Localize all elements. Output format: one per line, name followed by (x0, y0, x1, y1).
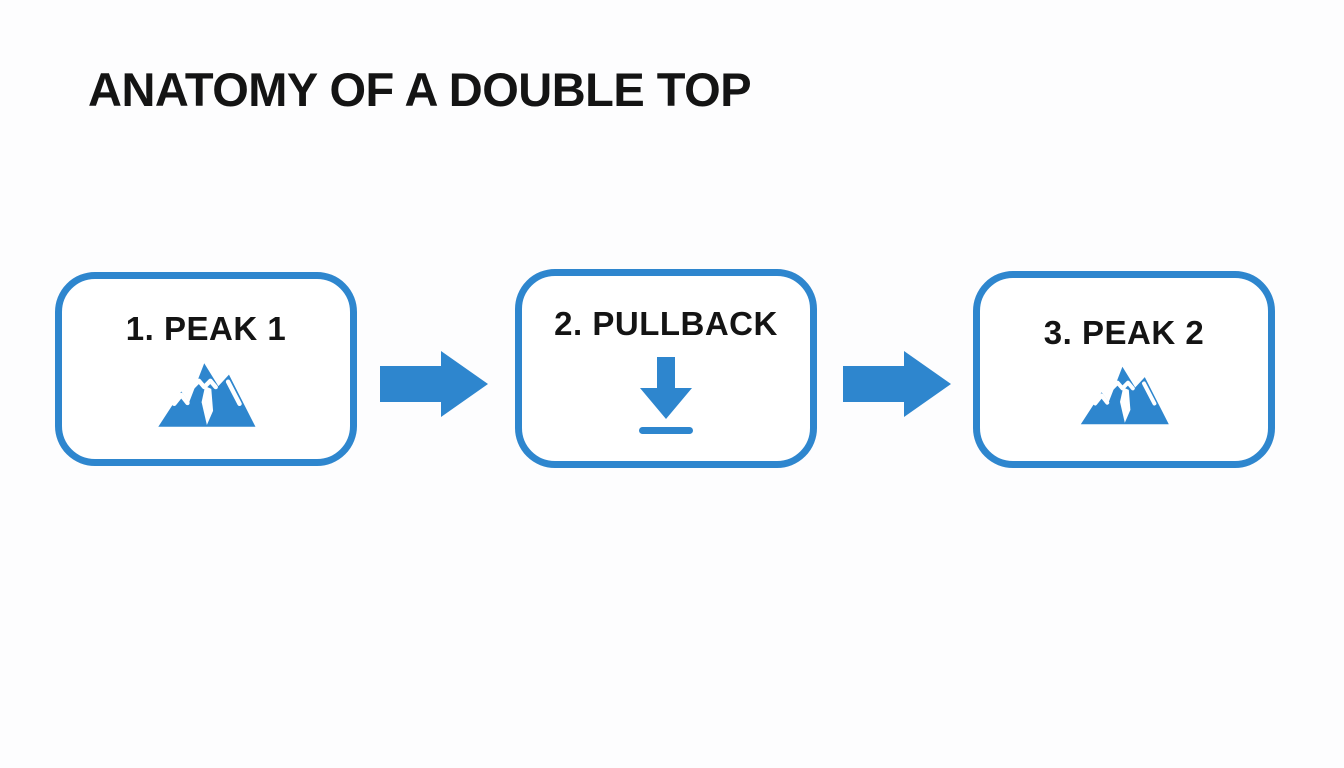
mountain-peaks-icon (153, 358, 259, 432)
arrow-right-icon (842, 345, 954, 423)
arrow-down-to-line-icon (625, 353, 707, 437)
step-box-pullback: 2. PULLBACK (515, 269, 817, 468)
arrow-right-icon (379, 345, 491, 423)
step-box-peak-2: 3. PEAK 2 (973, 271, 1275, 468)
step-label: 1. PEAK 1 (125, 310, 287, 347)
step-label: 3. PEAK 2 (1043, 314, 1205, 351)
step-box-peak-1: 1. PEAK 1 (55, 272, 357, 466)
page-title: ANATOMY OF A DOUBLE TOP (88, 63, 752, 116)
mountain-peaks-icon (1076, 362, 1172, 429)
step-label: 2. PULLBACK (554, 304, 778, 342)
